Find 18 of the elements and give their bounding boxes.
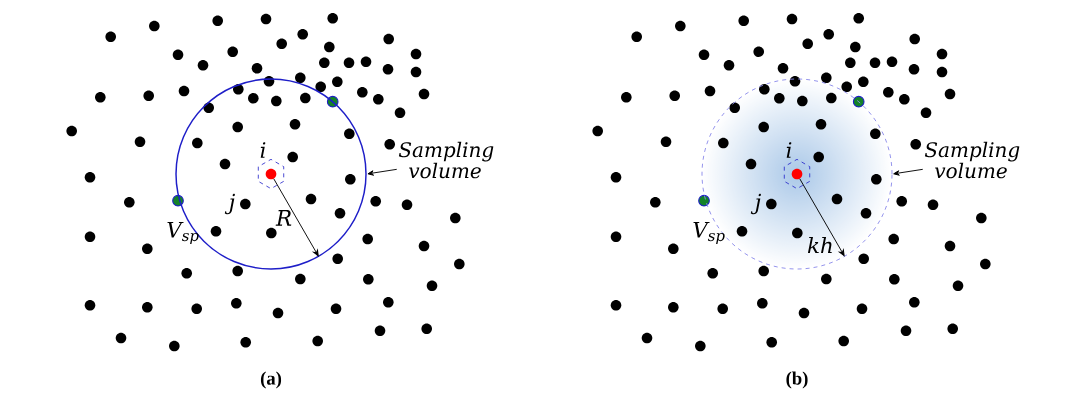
math-label: j <box>224 193 235 215</box>
arrow <box>893 168 924 176</box>
arrow <box>799 178 845 257</box>
annotation-text: Sampling volume <box>398 141 494 179</box>
arrow <box>273 178 319 257</box>
particle-label: i <box>260 142 266 158</box>
arrow <box>367 168 398 176</box>
particle <box>791 168 803 180</box>
edge-label: R <box>275 210 292 226</box>
edge-label: kh <box>807 236 832 254</box>
annotation-text: Sampling volume <box>924 141 1020 179</box>
particle-label: i <box>786 142 792 158</box>
math-label: V$_{sp}$ <box>693 221 725 245</box>
math-label: V$_{sp}$ <box>167 221 199 245</box>
panel-caption: (b) <box>786 371 808 389</box>
math-label: j <box>750 193 761 215</box>
panel-caption: (a) <box>260 371 282 389</box>
particle <box>265 168 277 180</box>
